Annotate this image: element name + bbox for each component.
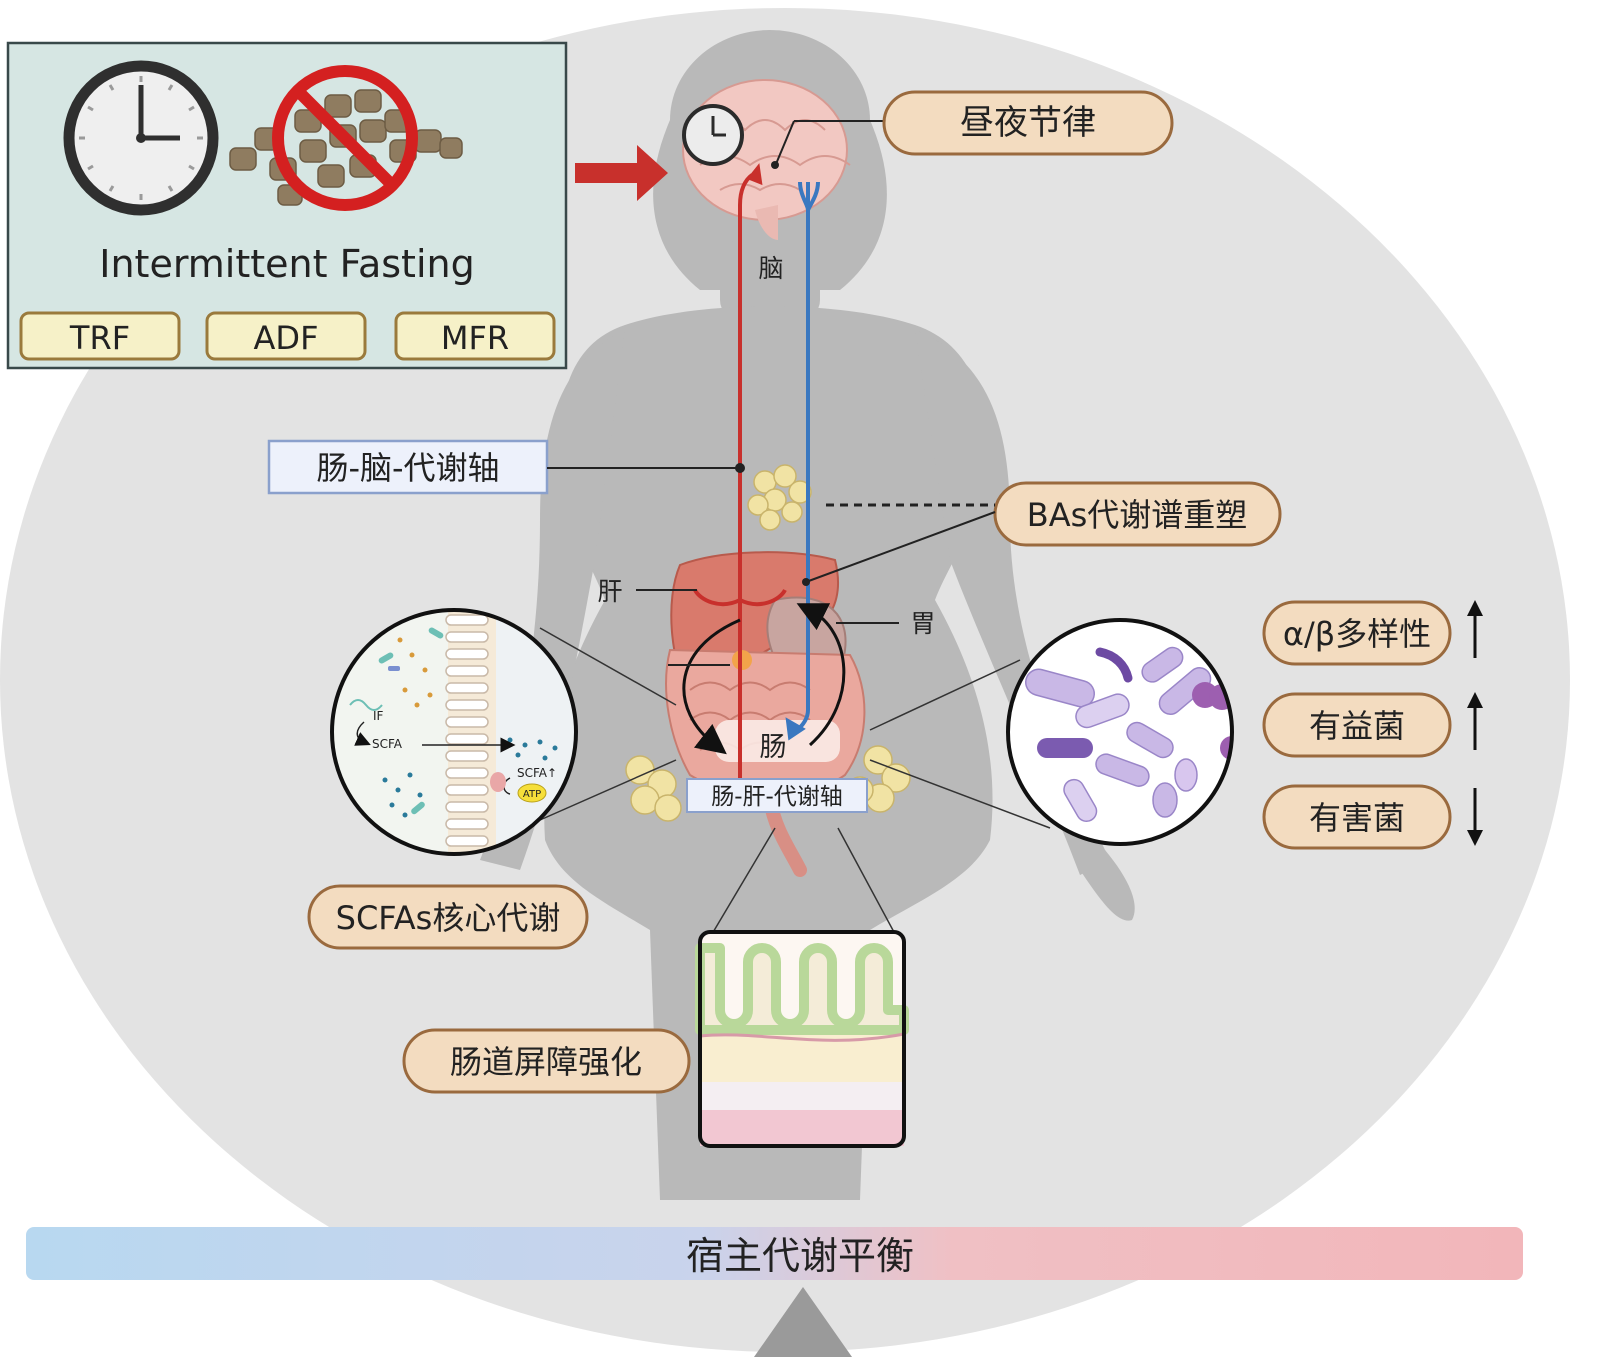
fasting-panel: Intermittent Fasting TRF ADF MFR (6, 41, 568, 370)
inset-atp-label: ATP (523, 789, 541, 800)
blue-pathway (785, 181, 820, 741)
mode-label: ADF (254, 319, 319, 357)
harmful-pill: 有害菌 (1262, 784, 1452, 850)
fasting-title: Intermittent Fasting (99, 242, 474, 286)
liver-to-gut-arrow (682, 618, 741, 755)
left-inset-connector-top (539, 627, 677, 706)
circadian-leader-dot (771, 161, 779, 169)
fulcrum-triangle (754, 1287, 852, 1357)
red-pathway (693, 163, 787, 800)
barrier-connector-right (837, 827, 896, 935)
gut-liver-axis-box: 肠-肝-代谢轴 (686, 778, 868, 813)
mode-mfr: MFR (394, 311, 556, 361)
gut-to-liver-arrow (796, 603, 846, 747)
barrier-inset (695, 930, 909, 1148)
circadian-pill: 昼夜节律 (882, 90, 1174, 156)
gut-brain-axis-dot (735, 463, 745, 473)
mode-label: MFR (441, 319, 509, 357)
inset-scfa-label: SCFA (372, 737, 403, 751)
balance-label: 宿主代谢平衡 (686, 1234, 914, 1278)
beneficial-pill: 有益菌 (1262, 692, 1452, 758)
mode-adf: ADF (205, 311, 367, 361)
fasting-to-brain-arrow (575, 145, 668, 201)
scfa-core-label: SCFAs核心代谢 (336, 899, 561, 937)
circadian-label: 昼夜节律 (960, 103, 1096, 143)
inset-if-label: IF (373, 709, 384, 723)
scfa-core-pill: SCFAs核心代谢 (307, 884, 589, 950)
bile-acids-dot (802, 578, 810, 586)
intestine-illustration (665, 648, 866, 877)
gut-liver-axis-label: 肠-肝-代谢轴 (711, 784, 843, 810)
no-symbol-icon (272, 65, 418, 211)
barrier-label: 肠道屏障强化 (450, 1043, 642, 1081)
left-inset-connector-bottom (539, 759, 677, 821)
liver-label: 肝 (597, 577, 622, 606)
up-arrow-icon (1467, 600, 1483, 658)
clock-icon (63, 60, 219, 216)
mode-label: TRF (69, 319, 130, 357)
adipose-tissue-illustration (625, 464, 911, 822)
balance-bar (26, 1227, 1523, 1280)
microbiota-inset (1006, 618, 1234, 846)
inset-scfa-up-label: SCFA↑ (517, 766, 557, 780)
down-arrow-icon (1467, 788, 1483, 846)
diversity-pill: α/β多样性 (1262, 600, 1452, 666)
bile-acids-pill: BAs代谢谱重塑 (993, 481, 1282, 547)
microbiota-label: 有害菌 (1309, 799, 1405, 837)
bile-acids-label: BAs代谢谱重塑 (1027, 496, 1248, 534)
gut-brain-axis-box: 肠-脑-代谢轴 (267, 439, 549, 495)
barrier-connector-left (711, 827, 776, 935)
barrier-pill: 肠道屏障强化 (402, 1028, 691, 1094)
right-inset-connector-bottom (869, 759, 1051, 829)
circadian-leader (775, 120, 795, 165)
microbiota-label: 有益菌 (1309, 707, 1405, 745)
microbiota-label: α/β多样性 (1283, 615, 1431, 653)
stomach-label: 胃 (910, 609, 935, 638)
small-clock-icon (682, 104, 744, 166)
brain-label: 脑 (758, 254, 783, 283)
right-inset-connector-top (869, 659, 1021, 731)
up-arrow-icon (1467, 692, 1483, 750)
bile-acids-leader (805, 511, 996, 583)
mode-trf: TRF (19, 311, 181, 361)
gut-brain-axis-label: 肠-脑-代谢轴 (316, 449, 499, 487)
intestine-label: 肠 (760, 732, 787, 763)
